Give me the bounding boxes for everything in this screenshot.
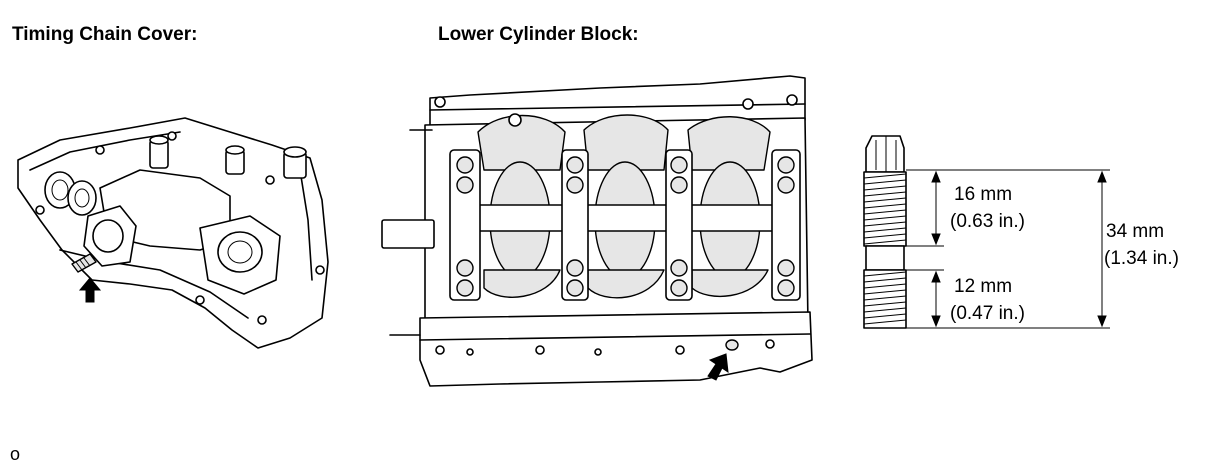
upper-thread-length-mm: 16 mm [954,184,1013,205]
corner-mark: o [10,444,21,464]
lower-cylinder-block-label: Lower Cylinder Block: [438,24,639,45]
bearing-cap-bolts [449,149,801,301]
stud-bolt-dimension-diagram [863,135,1110,329]
timing-cover-arrow-icon [78,277,102,303]
timing-chain-cover-illustration [17,117,329,349]
lower-cylinder-block-illustration [381,75,813,387]
lower-thread-length-in: (0.47 in.) [950,303,1025,324]
lower-block-arrow-icon [707,353,729,381]
total-length-mm: 34 mm [1106,221,1165,242]
total-length-in: (1.34 in.) [1104,248,1179,269]
upper-thread-length-in: (0.63 in.) [950,211,1025,232]
timing-cover-stud-bolt-icon [71,253,97,273]
timing-chain-cover-label: Timing Chain Cover: [12,24,198,45]
lower-block-stud-bolt-icon [725,339,739,351]
crankshaft-icon [469,114,791,299]
lower-thread-length-mm: 12 mm [954,276,1013,297]
